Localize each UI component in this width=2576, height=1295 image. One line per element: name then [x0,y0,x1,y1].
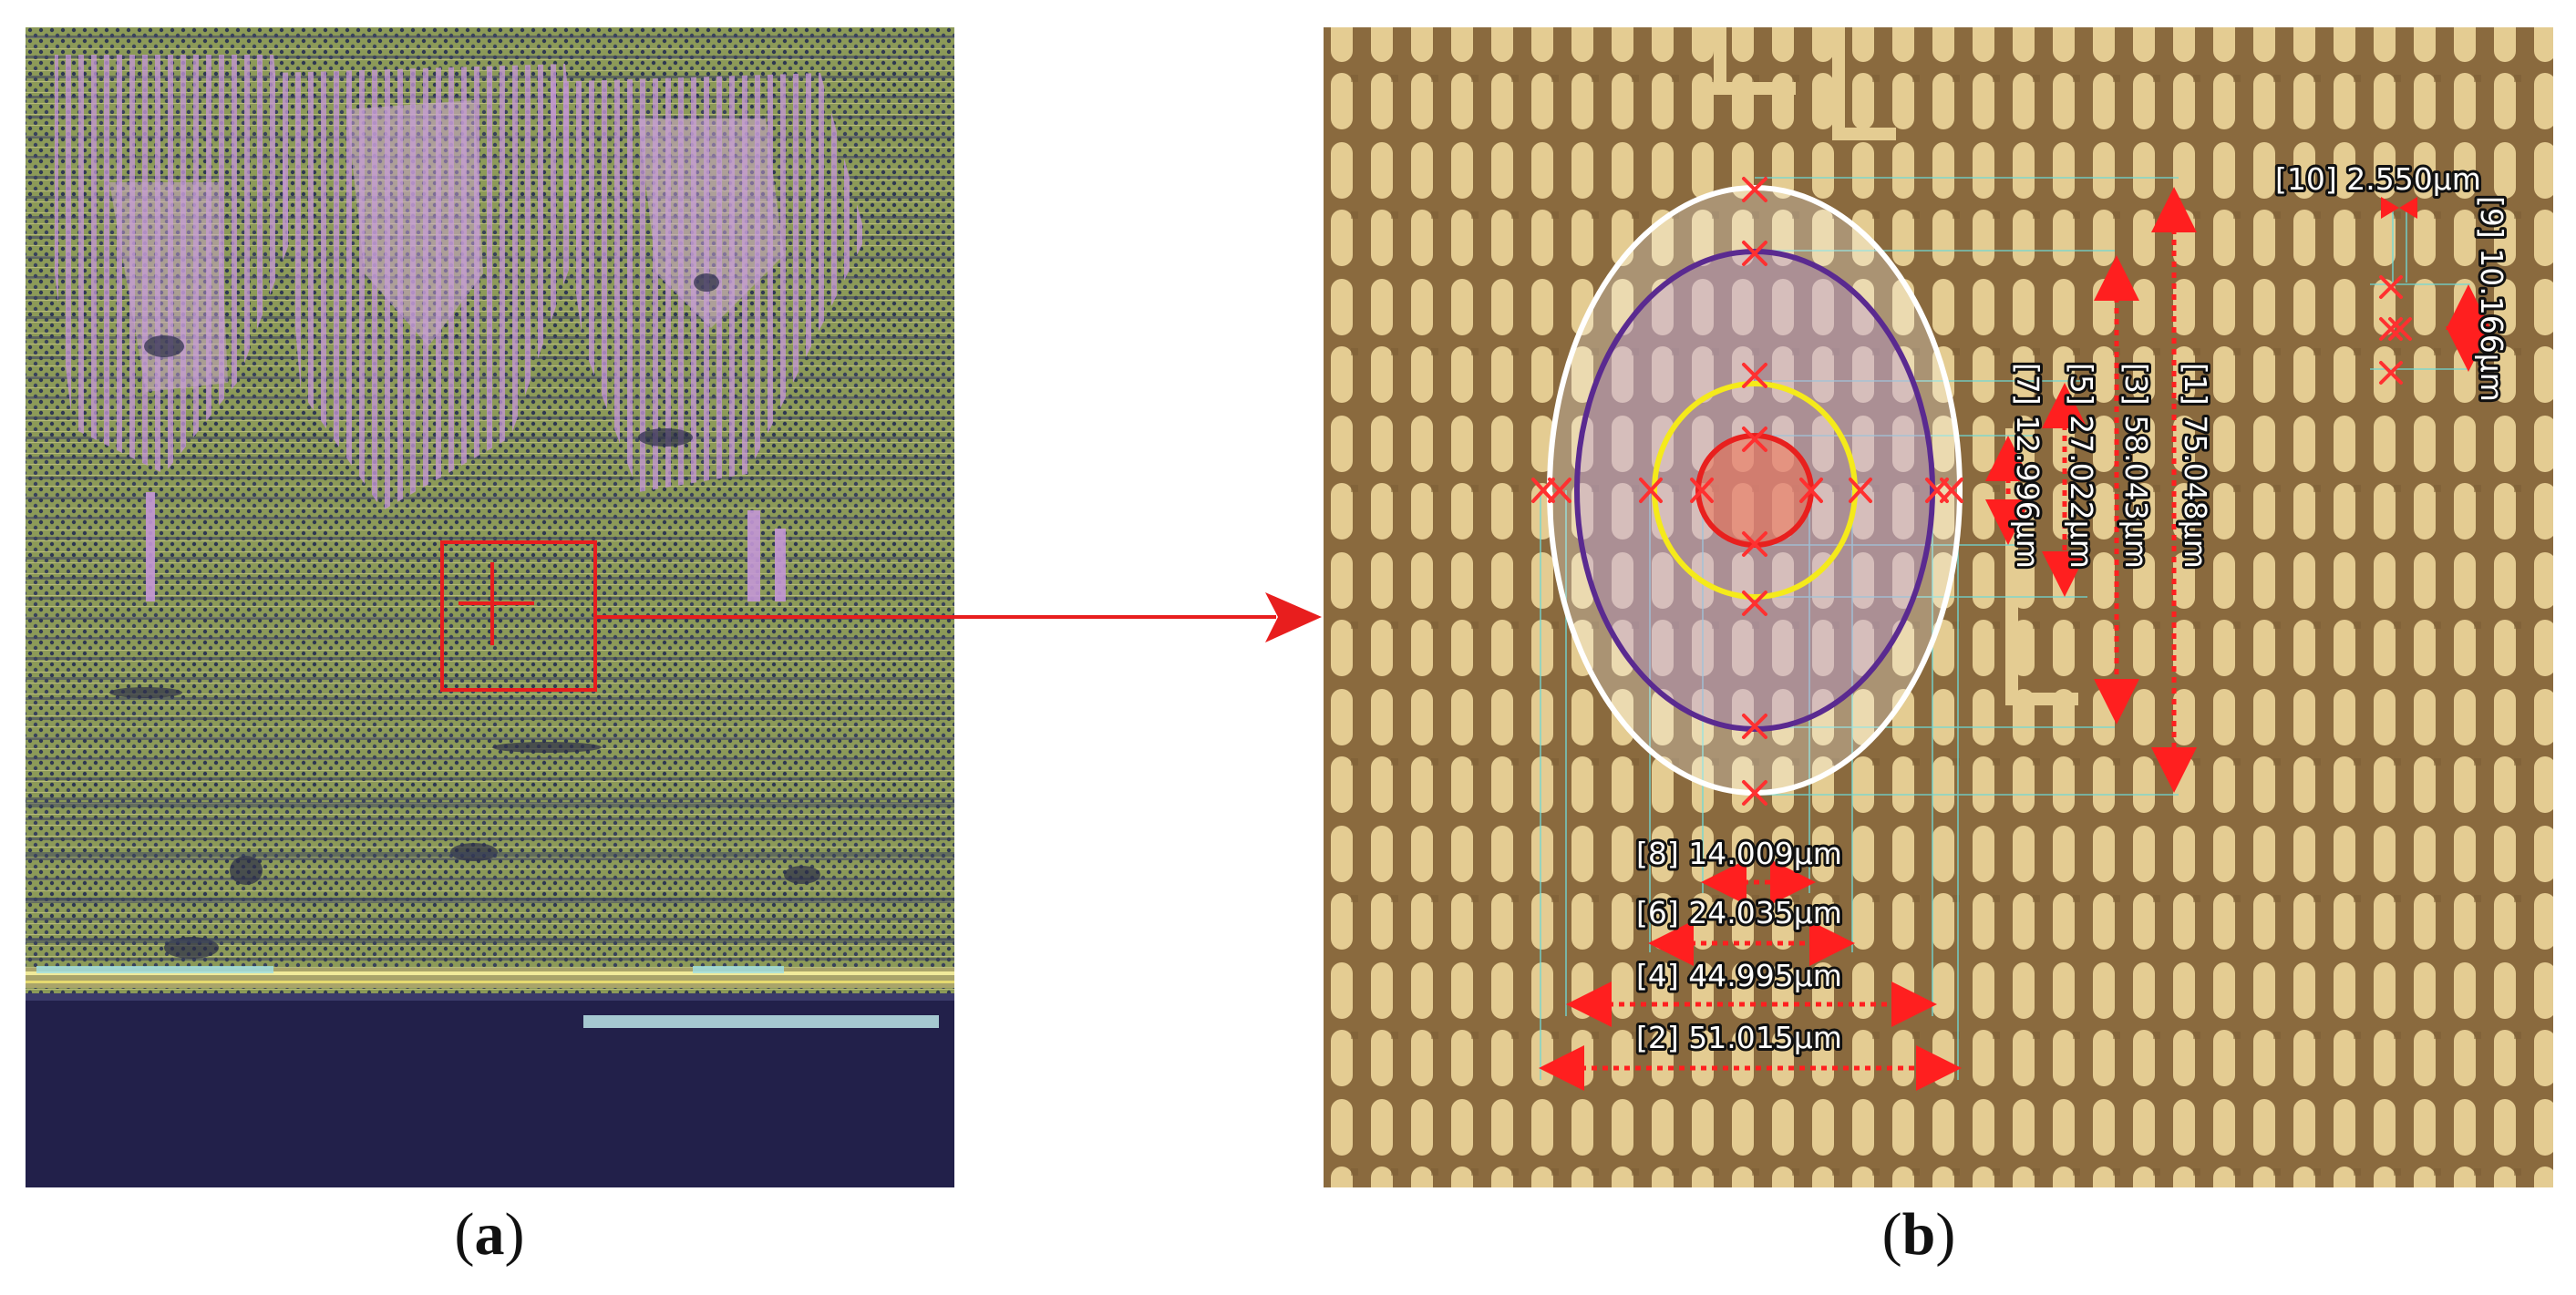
measurement-label-10: [10] 2.550µm [2275,161,2481,197]
measurement-label-8: [8] 14.009µm [1636,836,1842,871]
measurement-grid [1540,177,2470,1080]
dim-arrow-10 [2381,197,2417,219]
measurement-label-9: [9] 10.166µm [2474,196,2509,402]
measurement-label-7: [7] 12.996µm [2010,363,2045,569]
metal-layer-regions [55,55,866,601]
measurement-label-3: [3] 58.043µm [2118,363,2154,569]
measurement-label-1: [1] 75.048µm [2178,363,2213,569]
vertical-dimension-arrows [1985,187,2491,793]
panel-label-b: (b) [1882,1201,1956,1268]
dark-spots [109,273,820,959]
x-markers [1531,177,2412,806]
horizontal-dimension-arrows [1539,859,1962,1091]
lower-die-rows [26,802,954,943]
panel-label-a: (a) [455,1201,525,1268]
yellow-ring [1652,381,1858,600]
measurement-label-5: [5] 27.022µm [2064,363,2099,569]
substrate-region [26,999,954,1187]
measurement-label-6: [6] 24.035µm [1636,895,1842,930]
panel-b-micrograph [1324,27,2553,1187]
measurement-label-2: [2] 51.015µm [1636,1020,1842,1055]
zoom-arrow [595,592,1322,642]
measurement-label-4: [4] 44.995µm [1636,958,1842,993]
red-ring-fill [1698,436,1811,545]
panel-a-micrograph [26,27,954,1187]
